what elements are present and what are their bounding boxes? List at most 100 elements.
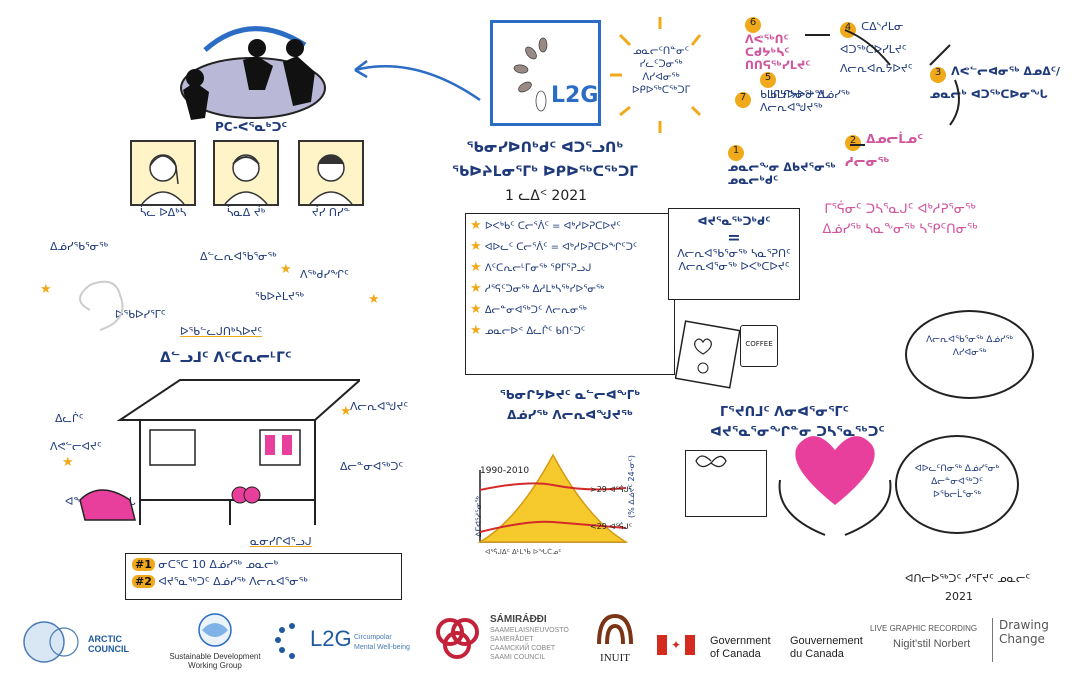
sdwg-logo: Sustainable Development Working Group <box>160 612 270 672</box>
sami-sub-2: SAMERÅDET <box>490 636 534 643</box>
star-icon: ★ <box>340 404 352 419</box>
step-2: 2 ᐃᓄᓕᒫᓄᑦ ᓱᓕᓂᖅ <box>845 128 955 170</box>
support-heading-line1: ᒥᕐᔪᑎᒧᑦ ᐱᓂᐊᕐᓂᕐᒥᑦ <box>720 405 849 420</box>
person-icon <box>130 140 196 206</box>
l2g-footer-sub-1: Circumpolar <box>354 634 392 641</box>
priorities-box: #1 ᓂᑕᕐᑕ 10 ᐃᓅᓯᖅ ᓄᓇᓕᒃ #2 ᐊᔪᕐᓇᖅᑐᑦ ᐃᓅᓯᖅ ᐱᓕᕆ… <box>125 553 402 600</box>
priority-badge: #2 <box>132 575 155 588</box>
bubble-text: ᐱᓕᕆᐊᖃᕐᓂᖅ ᐃᓅᓯᖅ ᐱᓯᐊᓂᖅ <box>926 335 1013 358</box>
legend-text: ᐊᐅᓚᑦ ᑕᓕᕐᐲᑦ = ᐊᒃᓱᐅᕈᑕᐅᖏᑦᑐᑦ <box>484 242 638 253</box>
person-icon <box>213 140 279 206</box>
gov-en-2: of Canada <box>710 648 761 660</box>
house-annotation: ᐱᖅᑯᓯᖏᑦ <box>300 268 349 281</box>
maple-leaf-icon: ✦ <box>670 638 682 652</box>
priority-text: ᓂᑕᕐᑕ 10 ᐃᓅᓯᖅ ᓄᓇᓕᒃ <box>158 558 279 571</box>
inuit-logo: INUIT <box>585 610 645 670</box>
star-icon: ★ <box>470 260 482 275</box>
step-number: 6 <box>745 17 761 33</box>
org-logo <box>165 20 335 130</box>
legend-row: ★ ᐃᓕᓐᓂᐊᖅᑐᑦ ᐱᓕᕆᓂᖅ <box>470 302 674 317</box>
legend-row: ★ ᐅᐸᒃᑲᑦ ᑕᓕᕐᐲᑦ = ᐊᒃᓱᐅᕈᑕᐅᔪᑦ <box>470 218 674 233</box>
main-date: 1 ᓚᐃᑉ 2021 <box>505 188 588 204</box>
house-annotation: ᐅᖃᐅᓯᕐᒥᑦ <box>115 308 166 321</box>
star-icon: ★ <box>470 218 482 233</box>
coffee-label: COFFEE <box>745 340 773 348</box>
step-text: ᑲᒪᒋᔭᐅᓂᖅ ᐃᓅᓯᖅ ᐱᓕᕆᐊᖑᔪᖅ <box>760 88 850 114</box>
sami-icon <box>436 618 479 659</box>
legend-row: ★ ᓄᓇᓕᐅᑉ ᐃᓚᒌᑦ ᑲᑎᑦᑐᑦ <box>470 323 674 338</box>
step-number: 3 <box>930 67 946 83</box>
people-circle-icon <box>180 26 326 120</box>
legend-row: ★ ᐊᐅᓚᑦ ᑕᓕᕐᐲᑦ = ᐊᒃᓱᐅᕈᑕᐅᖏᑦᑐᑦ <box>470 239 674 254</box>
note-card <box>685 450 767 517</box>
star-icon: ★ <box>280 262 292 277</box>
sami-council-logo: SÁMIRÁÐÐI SAAMELAISNEUVOSTO SAMERÅDET СА… <box>430 612 580 672</box>
signature-text: ᐊᑎᓕᐅᖅᑐᑦ ᓯᕐᒥᔪᑦ ᓄᓇᓕᑦ <box>905 572 1031 585</box>
wellbeing-line1: ᐊᔪᕐᓇᖅᑐᒃᑯᑦ <box>697 215 771 228</box>
person-icon <box>298 140 364 206</box>
l2g-footer-sub-2: Mental Well-being <box>354 644 410 651</box>
step-number: 2 <box>845 135 861 151</box>
step-number: 5 <box>760 72 776 88</box>
cycle-arrows-icon <box>805 29 960 146</box>
chart-plot <box>478 453 628 543</box>
portrait-1: ᓵᓚ ᐅᐃᒃᓴ <box>130 140 196 219</box>
speech-bubble: ᐱᓕᕆᐊᖃᕐᓂᖅ ᐃᓅᓯᖅ ᐱᓯᐊᓂᖅ <box>905 310 1034 399</box>
sunburst-icon <box>610 17 702 133</box>
arrow-icon <box>354 60 481 102</box>
l2g-footer-text: L2G <box>310 626 352 651</box>
sami-sub-4: SAAMI COUNCIL <box>490 654 546 661</box>
l2g-label: L2G <box>551 83 599 108</box>
priority-badge: #1 <box>132 558 155 571</box>
gov-fr-1: Gouvernement <box>790 635 863 647</box>
drawing-change-logo: Drawing Change <box>992 618 1063 662</box>
portrait-3: ᔫᓯ ᑎᓯᓐ <box>298 140 364 219</box>
wellbeing-line3: ᐱᓕᕆᐊᕐᓂᖅ ᐅᐸᒃᑕᐅᔪᑦ <box>678 260 790 273</box>
gov-en-1: Government <box>710 635 771 647</box>
pink-text: ᒥᕐᕌᓂᑦ ᑐᓴᕐᓇᒍᑦ ᐊᒃᓱᕈᕐᓂᖅ ᐃᓅᓯᖅ ᓴᓇᖕᓂᖅ ᓴᕿᑦᑎᓂᖅ <box>822 202 978 237</box>
star-icon: ★ <box>470 239 482 254</box>
star-icon: ★ <box>40 282 52 297</box>
recording-text-1: LIVE GRAPHIC RECORDING <box>870 624 978 633</box>
legend-text: ᓱᕐᕋᑦᑐᓂᖅ ᐃᓱᒪᒃᓴᖅᓯᐅᕐᓂᖅ <box>484 284 605 295</box>
step-text: ᓄᓇᓕᖕᓂ ᐃᑲᔪᕐᓂᖅ ᓄᓇᓕᒃᑯᑦ <box>728 161 836 187</box>
chart-period: 1990-2010 <box>480 466 530 476</box>
step-number: 1 <box>728 145 744 161</box>
priority-row: #1 ᓂᑕᕐᑕ 10 ᐃᓅᓯᖅ ᓄᓇᓕᒃ <box>132 558 395 571</box>
l2g-logo-box: L2G <box>490 20 601 126</box>
inuit-text: INUIT <box>600 652 630 664</box>
chart-title-line2: ᐃᓅᓯᖅ ᐱᓕᕆᐊᖑᔪᖅ <box>507 408 633 422</box>
sdwg-text-2: Working Group <box>188 661 242 670</box>
org-name: PC-ᐸᕐᓇᒃᑐᑦ <box>215 120 288 134</box>
step-4: 4 ᑕᐃᔅᓱᒪᓂ ᐊᑐᖅᑕᐅᓯᒪᔪᑦ ᐱᓕᕆᐊᕆᔭᐅᔪᑦ <box>840 15 970 76</box>
house-annotation: ᐱᕙᓪᓕᐊᔪᑦ <box>50 440 102 453</box>
speech-bubble: ᐊᐅᓚᑦᑎᓂᖅ ᐃᓅᓯᕐᓂᒃ ᐃᓕᓐᓂᐊᖅᑐᑦ ᐅᖃᓕᒫᕐᓂᖅ <box>895 435 1019 534</box>
inuit-icon <box>597 613 633 645</box>
chart-x-label: ᐊᕐᕌᒍᐃᑦ ᐃᒻᒪᖄ ᐅᖓᑖᓄᑦ <box>485 548 562 556</box>
house-annotation: ᐃᓪᓚᕆᐊᖃᕐᓂᖅ <box>200 250 277 263</box>
recording-text-2: Nigit'stil Norbert <box>893 638 971 650</box>
arctic-council-logo: ARCTIC COUNCIL <box>22 620 162 665</box>
legend-text: ᐅᐸᒃᑲᑦ ᑕᓕᕐᐲᑦ = ᐊᒃᓱᐅᕈᑕᐅᔪᑦ <box>484 221 621 232</box>
support-heading-line2: ᐊᔪᕐᓇᕐᓂᖏᓐᓂ ᑐᓴᕐᓇᖅᑐᑦ <box>710 425 885 440</box>
star-icon: ★ <box>62 455 74 470</box>
wellbeing-line2: ᐱᓕᕆᐊᖃᕐᓂᖅ ᓴᓇᕐᕈᑎᑦ <box>677 247 791 260</box>
bow-icon <box>695 455 727 468</box>
legend-text: ᐃᓕᓐᓂᐊᖅᑐᑦ ᐱᓕᕆᓂᖅ <box>484 305 587 316</box>
house-heading: ᐃᓪᓗᒧᑦ ᐱᑦᑕᕆᓕᒻᒥᑦ <box>160 350 292 366</box>
priority-row: #2 ᐊᔪᕐᓇᖅᑐᑦ ᐃᓅᓯᖅ ᐱᓕᕆᐊᕐᓂᖅ <box>132 575 395 588</box>
house-drawing <box>79 280 360 525</box>
legend-box: ★ ᐅᐸᒃᑲᑦ ᑕᓕᕐᐲᑦ = ᐊᒃᓱᐅᕈᑕᐅᔪᑦ ★ ᐊᐅᓚᑦ ᑕᓕᕐᐲᑦ =… <box>465 213 675 375</box>
house-annotation: ᐱᓕᕆᐊᖑᔪᑦ <box>350 400 409 413</box>
l2g-footer-logo: L2G Circumpolar Mental Well-being <box>272 620 412 665</box>
step-5: 5 ᑲᒪᒋᔭᐅᓂᖅ ᐃᓅᓯᖅ ᐱᓕᕆᐊᖑᔪᖅ <box>760 65 910 114</box>
star-icon: ★ <box>470 302 482 317</box>
portrait-caption: ᔫᓯ ᑎᓯᓐ <box>311 206 351 219</box>
sami-title: SÁMIRÁÐÐI <box>490 614 547 625</box>
l2g-footer-icon <box>275 623 295 659</box>
legend-text: ᓄᓇᓕᐅᑉ ᐃᓚᒌᑦ ᑲᑎᑦᑐᑦ <box>484 326 586 337</box>
house-annotation: ᐃᓅᓯᖃᕐᓂᖅ <box>50 240 109 253</box>
main-title-line2: ᖃᐅᔨᒪᓂᕐᒥᒃ ᐅᑭᐅᖅᑕᖅᑐᒥ <box>451 164 639 180</box>
chart-upper-label: >29 ᐊᕐᕌᒍᑦ <box>590 485 633 494</box>
step-6: 6 ᐱᕙᖅᑎᑦ ᑕᑯᔭᒃᓴᑦ ᑎᑎᕋᖅᓯᒪᔪᑦ <box>745 10 835 72</box>
